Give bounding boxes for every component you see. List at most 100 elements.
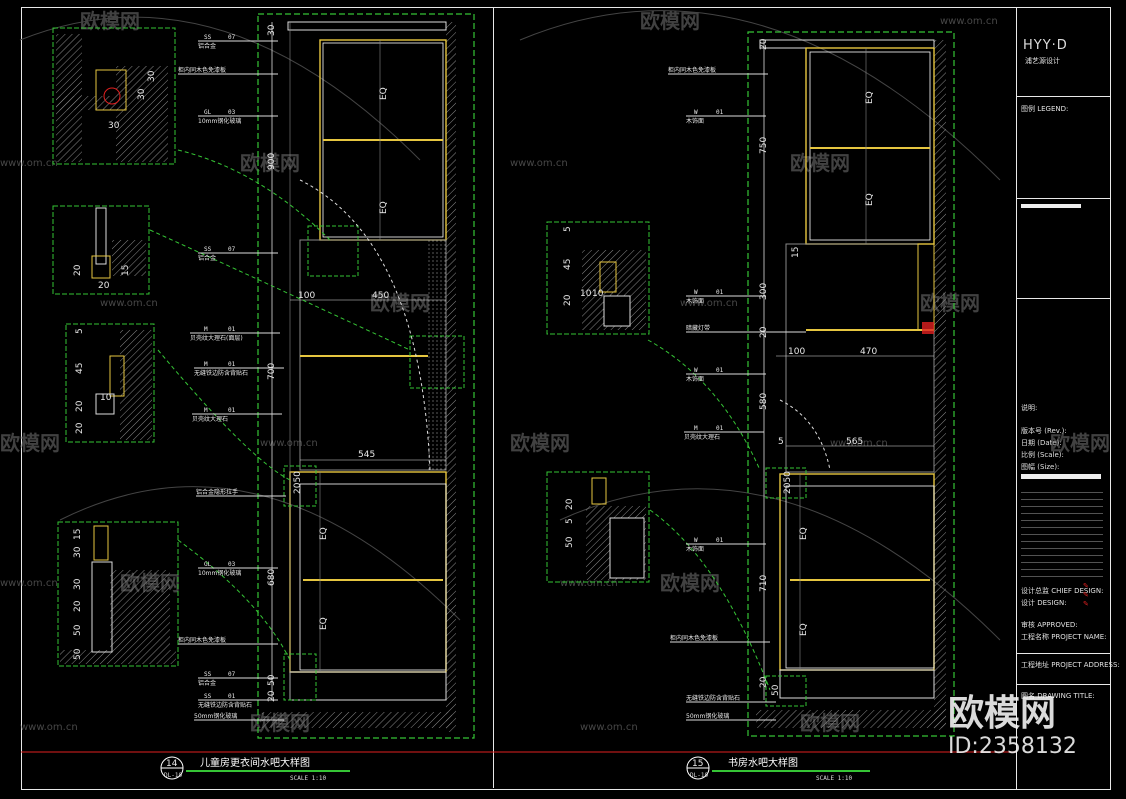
svg-text:15: 15 bbox=[121, 265, 131, 276]
divider bbox=[1017, 653, 1110, 654]
svg-text:无缝铁边防含背贴石: 无缝铁边防含背贴石 bbox=[194, 369, 248, 377]
dim-label: EQ bbox=[379, 87, 389, 100]
dim-label: 580 bbox=[759, 393, 769, 410]
watermark-url: www.om.cn bbox=[940, 16, 998, 27]
svg-text:贝壳纹大理石: 贝壳纹大理石 bbox=[192, 415, 228, 423]
svg-text:SS: SS bbox=[204, 693, 212, 700]
field-chief-design: 设计总监 CHIEF DESIGN: bbox=[1021, 587, 1104, 595]
watermark-text: 欧模网 bbox=[0, 431, 60, 455]
notes-label: 说明: bbox=[1021, 404, 1038, 412]
field-design: 设计 DESIGN: bbox=[1021, 599, 1067, 607]
dim-label: 545 bbox=[358, 450, 375, 460]
signature-stamp: ✎✎✎ bbox=[1083, 582, 1089, 608]
svg-text:SS: SS bbox=[204, 34, 212, 41]
svg-text:50: 50 bbox=[73, 648, 83, 660]
legend-label: 图例 LEGEND: bbox=[1021, 105, 1069, 113]
watermark-url: www.om.cn bbox=[100, 298, 158, 309]
svg-text:M: M bbox=[204, 326, 208, 333]
svg-text:20: 20 bbox=[73, 264, 83, 276]
field-scale: 比例 (Scale): bbox=[1021, 451, 1064, 459]
divider bbox=[1017, 96, 1110, 97]
detail-1: 30 30 30 bbox=[52, 27, 176, 165]
drawing-ref: DL-10 bbox=[690, 772, 708, 779]
svg-text:03: 03 bbox=[228, 109, 236, 116]
watermark-text: 欧模网 bbox=[660, 571, 720, 595]
svg-text:柜内同木色免漆板: 柜内同木色免漆板 bbox=[668, 66, 716, 74]
dim-label: 30 bbox=[267, 24, 277, 36]
dim-label: 20 bbox=[759, 38, 769, 50]
svg-text:01: 01 bbox=[228, 407, 236, 414]
dim-label: 15 bbox=[791, 247, 801, 258]
watermark-id: ID:2358132 bbox=[948, 734, 1077, 759]
field-drawing-title: 图名 DRAWING TITLE: bbox=[1021, 692, 1095, 700]
dim-label: EQ bbox=[319, 617, 329, 630]
dim-label: 2050 bbox=[783, 471, 793, 494]
watermark-text: 欧模网 bbox=[640, 9, 700, 33]
dim-label: 565 bbox=[846, 437, 863, 447]
field-project-address: 工程地址 PROJECT ADDRESS: bbox=[1021, 661, 1120, 669]
svg-text:07: 07 bbox=[228, 671, 236, 678]
svg-text:03: 03 bbox=[228, 561, 236, 568]
title-bar bbox=[1021, 204, 1081, 208]
svg-text:W: W bbox=[694, 367, 698, 374]
svg-text:铝合金: 铝合金 bbox=[198, 42, 216, 50]
dim-label: 700 bbox=[267, 363, 277, 380]
brand-logo: HYY·D bbox=[1023, 38, 1068, 53]
svg-text:柜内同木色免漆板: 柜内同木色免漆板 bbox=[670, 634, 718, 642]
svg-text:50mm钢化玻璃: 50mm钢化玻璃 bbox=[686, 712, 729, 720]
drawing-title: 书房水吧大样图 bbox=[728, 756, 798, 769]
svg-text:木饰面: 木饰面 bbox=[686, 545, 704, 553]
svg-text:01: 01 bbox=[716, 537, 724, 544]
title-block: HYY·D 浦艺源设计 图例 LEGEND: 说明: 版本号 (Rev.): 日… bbox=[1016, 7, 1120, 790]
svg-text:01: 01 bbox=[716, 289, 724, 296]
svg-text:无缝铁边防含背贴石: 无缝铁边防含背贴石 bbox=[198, 701, 252, 709]
svg-text:5: 5 bbox=[75, 328, 85, 334]
watermark-text: 欧模网 bbox=[920, 291, 980, 315]
dim-label: EQ bbox=[799, 527, 809, 540]
svg-text:贝壳纹大理石(面层): 贝壳纹大理石(面层) bbox=[190, 334, 243, 342]
sheet-divider bbox=[493, 7, 494, 788]
dim-label: 750 bbox=[759, 137, 769, 154]
svg-text:M: M bbox=[694, 425, 698, 432]
svg-text:SS: SS bbox=[204, 671, 212, 678]
svg-text:50: 50 bbox=[73, 624, 83, 636]
svg-text:木饰面: 木饰面 bbox=[686, 297, 704, 305]
svg-text:铝合金隐形拉手: 铝合金隐形拉手 bbox=[196, 488, 238, 496]
svg-text:20: 20 bbox=[75, 400, 85, 412]
svg-text:07: 07 bbox=[228, 34, 236, 41]
detail-2: 20 20 15 bbox=[52, 205, 150, 295]
svg-text:01: 01 bbox=[228, 693, 236, 700]
svg-text:10: 10 bbox=[580, 289, 592, 299]
drawing-scale: SCALE 1:10 bbox=[290, 775, 327, 782]
watermark-url: www.om.cn bbox=[830, 438, 888, 449]
svg-text:木饰面: 木饰面 bbox=[686, 117, 704, 125]
dim-label: 20 bbox=[759, 676, 769, 688]
svg-text:铝合金: 铝合金 bbox=[198, 254, 216, 262]
watermark-text: 欧模网 bbox=[1050, 431, 1110, 455]
watermark-url: www.om.cn bbox=[260, 438, 318, 449]
svg-text:50: 50 bbox=[565, 536, 575, 548]
note-bar bbox=[1021, 474, 1101, 479]
svg-text:10mm钢化玻璃: 10mm钢化玻璃 bbox=[198, 569, 241, 577]
watermark-text: 欧模网 bbox=[790, 151, 850, 175]
drawing-title-15: 15 DL-10 书房水吧大样图 SCALE 1:10 bbox=[493, 751, 1016, 782]
svg-text:柜内同木色免漆板: 柜内同木色免漆板 bbox=[178, 66, 226, 74]
svg-text:5: 5 bbox=[565, 518, 575, 524]
svg-text:50mm钢化玻璃: 50mm钢化玻璃 bbox=[194, 712, 237, 720]
watermark-text: 欧模网 bbox=[510, 431, 570, 455]
dim-label: 710 bbox=[759, 575, 769, 592]
svg-text:SS: SS bbox=[204, 246, 212, 253]
detail-6: 20 5 50 bbox=[546, 471, 650, 583]
elevation-15: 20 750 15 300 20 580 2050 710 20 50 EQ E… bbox=[647, 31, 955, 737]
svg-text:W: W bbox=[694, 289, 698, 296]
dim-label: 50 bbox=[267, 674, 277, 686]
watermark-text: 欧模网 bbox=[370, 291, 430, 315]
field-date: 日期 (Date): bbox=[1021, 439, 1062, 447]
svg-text:45: 45 bbox=[75, 363, 85, 374]
svg-text:01: 01 bbox=[716, 109, 724, 116]
elevation-14: 30 900 700 2050 680 50 20 EQ EQ EQ EQ 10… bbox=[149, 13, 475, 739]
dim-label: 680 bbox=[267, 569, 277, 586]
svg-text:30: 30 bbox=[108, 121, 120, 131]
